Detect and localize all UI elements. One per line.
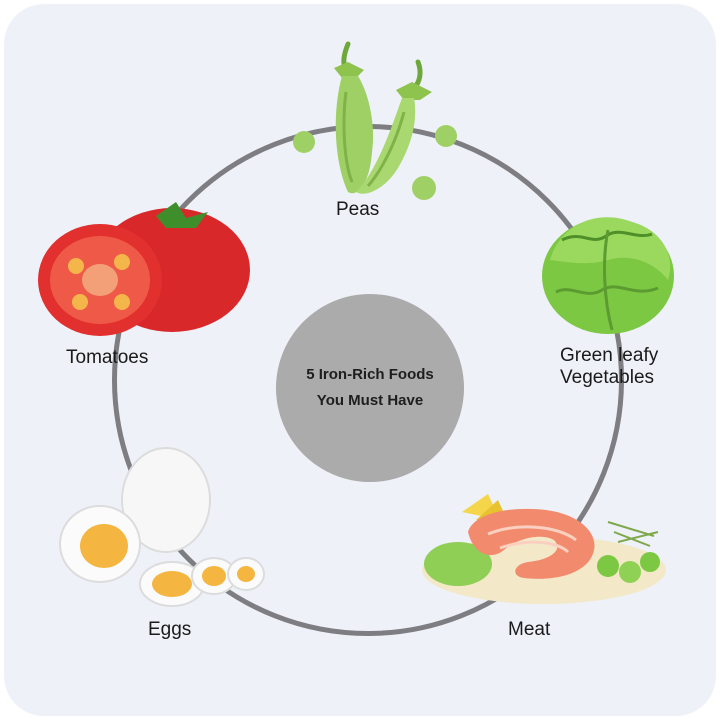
peas-label: Peas [336, 199, 380, 220]
salmon-steak-icon [418, 492, 676, 612]
diagram-card: 5 Iron-Rich Foods You Must Have Peas [4, 4, 716, 716]
greens-label-line1: Green leafy [560, 345, 659, 366]
center-title-line2: You Must Have [316, 392, 424, 409]
eggs-label: Eggs [148, 619, 192, 640]
center-title-line1: 5 Iron-Rich Foods [306, 366, 434, 383]
peas-icon [286, 32, 466, 207]
tomatoes-label: Tomatoes [66, 347, 149, 368]
meat-label: Meat [508, 619, 551, 640]
tomatoes-icon [36, 194, 256, 342]
boiled-eggs-icon [54, 444, 269, 614]
center-circle: 5 Iron-Rich Foods You Must Have [276, 294, 464, 482]
greens-label-line2: Vegetables [560, 367, 655, 388]
lettuce-icon [532, 200, 682, 340]
